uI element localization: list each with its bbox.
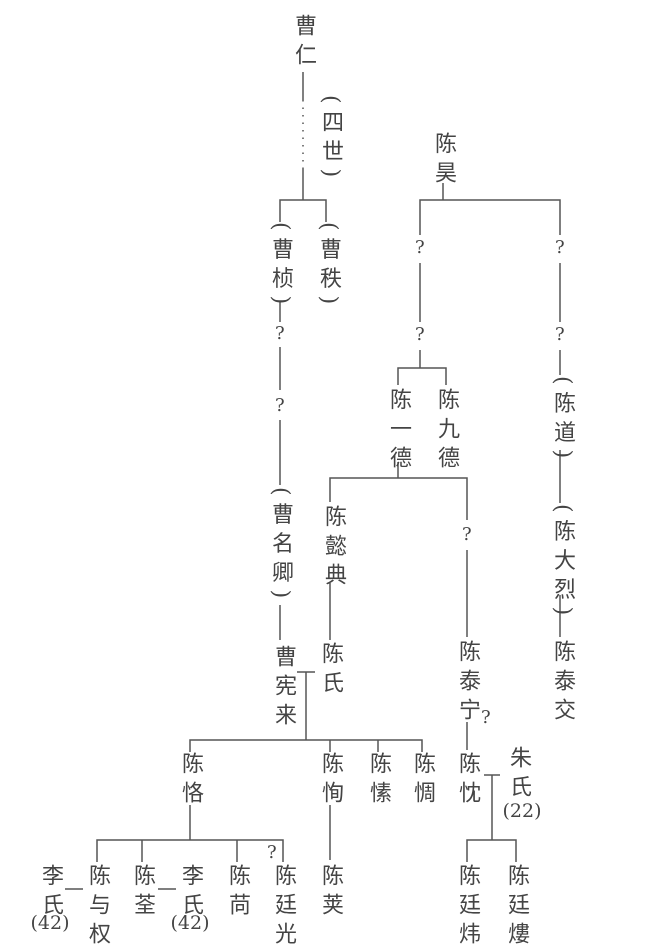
unknown-marker: ? xyxy=(267,842,277,863)
li-shi-1-reference: (42) xyxy=(30,912,70,934)
node-cao-zhen: (曹桢) xyxy=(268,222,293,312)
unknown-marker: ? xyxy=(415,237,425,258)
node-chen-taining: 陈泰宁 xyxy=(455,640,480,727)
node-chen-jia: 陈荚 xyxy=(318,864,343,922)
node-cao-zhi: (曹秩) xyxy=(316,222,341,312)
node-chen-shi: 陈氏 xyxy=(318,642,343,700)
node-chen-yuquan: 陈与权 xyxy=(85,864,110,949)
zhu-shi-reference: (22) xyxy=(502,800,542,822)
unknown-marker: ? xyxy=(415,324,425,345)
unknown-marker: ? xyxy=(275,395,285,416)
node-li-shi-1: 李氏 xyxy=(38,864,63,922)
node-chen-ke: 陈恪 xyxy=(178,752,203,810)
node-chen-quan: 陈荃 xyxy=(130,864,155,922)
node-cao-mingqing: (曹名卿) xyxy=(268,487,293,606)
node-chen-yide: 陈一德 xyxy=(386,388,411,475)
node-chen-dao: (陈道) xyxy=(550,376,575,466)
node-chen-tong: 陈惆 xyxy=(410,752,435,810)
node-chen-chen: 陈忱 xyxy=(455,752,480,810)
node-chen-jian: 陈苘 xyxy=(225,864,250,922)
node-chen-dalie: (陈大烈) xyxy=(550,504,575,623)
node-chen-su: 陈愫 xyxy=(366,752,391,810)
node-chen-taijiao: 陈泰交 xyxy=(550,640,575,727)
unknown-marker: ? xyxy=(555,237,565,258)
unknown-marker: ? xyxy=(462,524,472,545)
node-chen-hao: 陈昊 xyxy=(431,132,456,190)
unknown-marker: ? xyxy=(481,707,491,728)
node-chen-tingwei: 陈廷炜 xyxy=(455,864,480,949)
unknown-marker: ? xyxy=(275,323,285,344)
node-chen-yidian: 陈懿典 xyxy=(321,505,346,592)
node-li-shi-2: 李氏 xyxy=(178,864,203,922)
generation-gap-label: (四世) xyxy=(318,95,343,185)
node-cao-xianlai: 曹宪来 xyxy=(271,645,296,732)
node-cao-ren: 曹仁 xyxy=(291,14,316,72)
li-shi-2-reference: (42) xyxy=(170,912,210,934)
node-chen-jiude: 陈九德 xyxy=(434,388,459,475)
node-chen-xun: 陈恂 xyxy=(318,752,343,810)
unknown-marker: ? xyxy=(555,324,565,345)
node-chen-tinglou: 陈廷熡 xyxy=(504,864,529,949)
node-zhu-shi: 朱氏 xyxy=(506,746,531,804)
node-chen-tingguang: 陈廷光 xyxy=(271,864,296,949)
